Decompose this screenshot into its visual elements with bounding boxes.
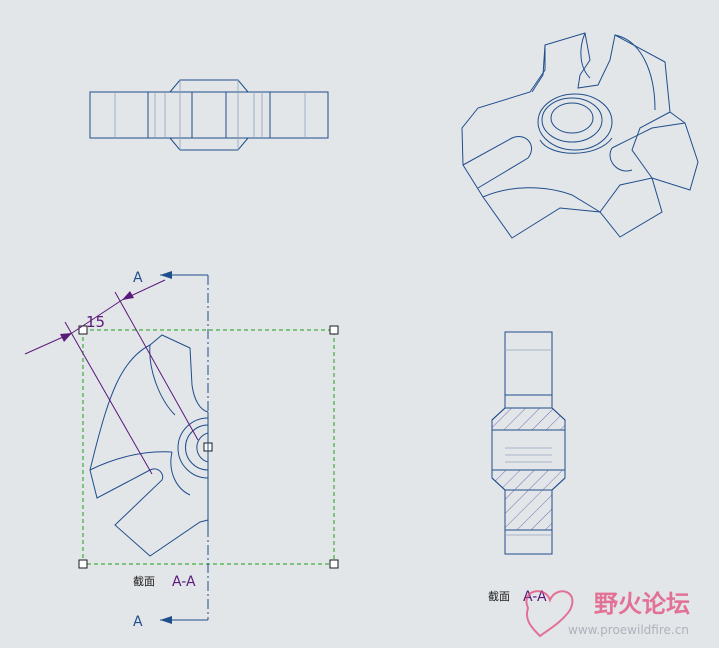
watermark: 野火论坛 www.proewildfire.cn: [525, 590, 690, 638]
watermark-name: 野火论坛: [594, 590, 690, 618]
dimension-value: 15: [86, 313, 105, 331]
dimension-extension-line-1: [64, 321, 153, 475]
dimension-extension-line-2: [114, 291, 199, 441]
section-view-right: 截面 A-A: [488, 331, 566, 605]
section-title-right-prefix: 截面: [488, 589, 510, 603]
handle-top-right: [329, 325, 339, 335]
section-arrow-label-bottom: A: [133, 614, 143, 630]
watermark-logo-icon: [525, 590, 574, 638]
section-title-right-id: A-A: [523, 589, 547, 605]
handle-bottom-right: [329, 559, 339, 569]
handle-bottom-left: [78, 559, 88, 569]
front-view: [89, 79, 329, 151]
section-arrow-label-top: A: [133, 270, 143, 286]
isometric-view: [461, 32, 699, 239]
section-title-left-prefix: 截面: [133, 574, 155, 588]
section-view-left: A A 15 截面 A-A: [24, 270, 339, 630]
watermark-url: www.proewildfire.cn: [568, 623, 689, 637]
section-title-left-id: A-A: [172, 574, 196, 590]
